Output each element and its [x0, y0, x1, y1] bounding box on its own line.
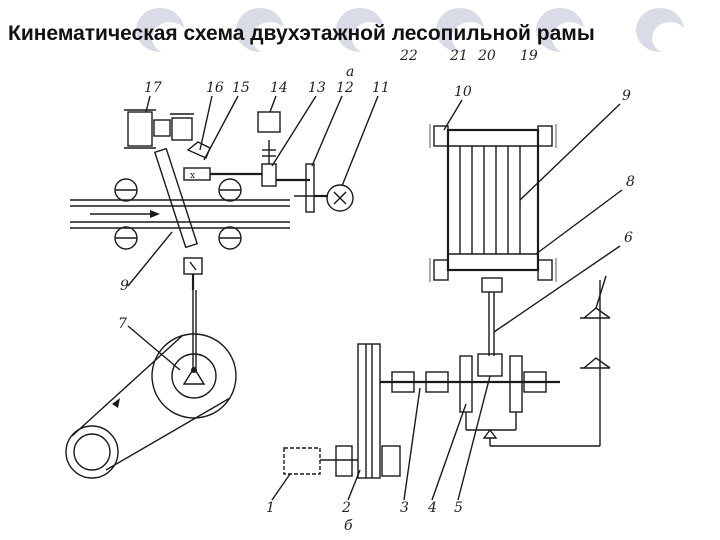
label-9-right: 9: [622, 88, 631, 104]
leader-lines: [127, 95, 623, 501]
svg-text:x: x: [190, 171, 195, 181]
label-10: 10: [454, 84, 472, 100]
label-12: 12: [336, 80, 354, 96]
drive-pulley: [65, 425, 119, 479]
motor-1: [283, 447, 321, 475]
motor-box-17: [127, 111, 153, 147]
label-19: 19: [520, 48, 538, 64]
label-20: 20: [477, 48, 496, 64]
label-a: а: [346, 64, 354, 80]
saw-frame-side: [153, 147, 199, 249]
side-view: x: [65, 109, 354, 479]
label-8: 8: [626, 174, 635, 190]
label-4: 4: [427, 500, 437, 516]
label-17: 17: [144, 80, 162, 96]
crank-wheel-7: [151, 333, 237, 419]
label-5: 5: [454, 500, 463, 516]
slide-title: Кинематическая схема двухэтажной лесопил…: [8, 22, 595, 45]
label-6: 6: [624, 230, 633, 246]
part-labels: 17 16 15 14 13 12 11 а 22 21 20 19 10 9 …: [118, 48, 635, 534]
label-22: 22: [399, 48, 418, 64]
label-3: 3: [400, 500, 409, 516]
label-2: 2: [341, 500, 351, 516]
saw-frame-front: [446, 128, 540, 272]
label-21: 21: [449, 48, 468, 64]
label-14: 14: [270, 80, 288, 96]
label-1: 1: [266, 500, 275, 516]
header-decoration: [136, 8, 688, 54]
drive-shaft: [283, 275, 611, 479]
label-15: 15: [232, 80, 250, 96]
motor-14: [257, 111, 281, 133]
label-9-left: 9: [120, 278, 129, 294]
front-view: [429, 124, 557, 356]
label-7: 7: [118, 316, 127, 332]
label-13: 13: [308, 80, 326, 96]
label-16: 16: [206, 80, 224, 96]
flywheel-2: [357, 343, 381, 479]
label-b: б: [344, 518, 353, 534]
wheel-11: [326, 184, 354, 212]
gear-box-17: [153, 119, 171, 137]
label-11: 11: [372, 80, 390, 96]
